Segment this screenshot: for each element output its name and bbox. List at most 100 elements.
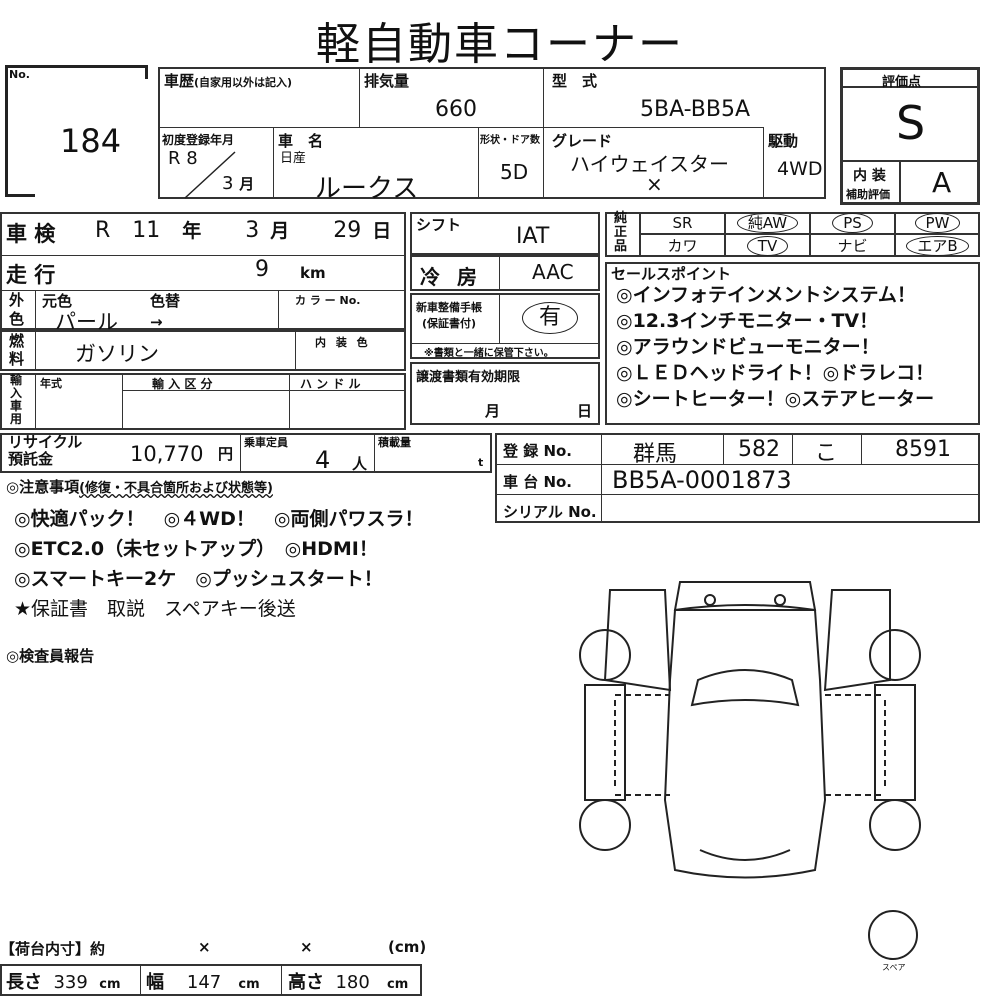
inspection-label: 車 検 [6, 222, 56, 246]
genuine-item-circled: 純AW [736, 213, 799, 233]
drive-value: 4WD [777, 158, 823, 180]
manual-note: ※書類と一緒に保管下さい。 [424, 348, 554, 359]
genuine-item-text: ナビ [837, 237, 868, 255]
recycle-unit: 円 [218, 445, 234, 463]
import-year-label: 年式 [40, 377, 62, 390]
spare-label: スペア [882, 963, 906, 972]
model-value: 5BA-BB5A [640, 97, 751, 122]
serial-label: シリアル No. [503, 503, 597, 521]
shift-label: シフト [416, 216, 462, 234]
history-label: 車歴(自家用以外は記入) [164, 72, 293, 90]
cargo-x2: × [300, 938, 313, 956]
import-label: 輸入車用 [10, 373, 23, 426]
sales-label: セールスポイント [611, 265, 732, 283]
exterior-label: 外色 [9, 291, 25, 328]
genuine-item: カワ [640, 234, 725, 257]
genuine-grid: SR 純AW PS PW カワ TV ナビ エアB [640, 212, 980, 257]
car-name-value: ルークス [315, 174, 419, 204]
cargo-length: 長さ 339 cm [6, 972, 121, 993]
sales-point: ◎インフォテインメントシステム！ [616, 284, 916, 306]
fuel-label: 燃料 [9, 332, 25, 368]
genuine-item-circled: PW [914, 213, 961, 233]
inspector-label: ◎検査員報告 [6, 647, 95, 665]
mileage-value: 9 [255, 257, 269, 282]
interior-score-label: 内 装 [853, 168, 886, 184]
genuine-item-circled: TV [746, 235, 789, 256]
sales-point: ◎シートヒーター！◎ステアヒーター [616, 388, 935, 410]
cargo-width: 幅 147 cm [146, 972, 260, 993]
mileage-label: 走 行 [6, 263, 56, 287]
interior-score-sub: 補助評価 [846, 188, 890, 201]
capacity-label: 乗車定員 [244, 436, 288, 449]
sales-point: ◎アラウンドビューモニター！ [616, 336, 880, 358]
car-name-label: 車 名 [278, 132, 324, 150]
color-change-label: 色替 [150, 292, 181, 310]
interior-color-label: 内 装 色 [315, 336, 368, 349]
chassis-value: BB5A-0001873 [612, 466, 792, 494]
transfer-day: 日 [577, 402, 593, 420]
reg-kana: こ [815, 441, 838, 466]
genuine-item: ナビ [810, 234, 895, 257]
genuine-item-text: SR [672, 214, 693, 232]
model-label: 型 式 [552, 72, 598, 90]
score-value: S [896, 96, 926, 150]
capacity-unit: 人 [352, 455, 368, 473]
cargo-height: 高さ 180 cm [288, 972, 409, 993]
load-label: 積載量 [378, 436, 411, 449]
cargo-x1: × [198, 938, 211, 956]
orig-color-label: 元色 [42, 292, 73, 310]
genuine-item: PW [895, 212, 980, 234]
car-maker: 日産 [280, 151, 307, 166]
handle-label: ハ ン ド ル [300, 377, 361, 391]
genuine-item: TV [725, 234, 810, 257]
lot-number: 184 [60, 122, 122, 160]
note-line: ◎快適パック！ ◎４WD！ ◎両側パワスラ！ [14, 508, 424, 530]
reg-number: 8591 [895, 437, 951, 462]
score-label: 評価点 [882, 75, 922, 90]
import-class-label: 輸 入 区 分 [152, 377, 213, 391]
transfer-label: 譲渡書類有効期限 [416, 370, 521, 385]
fuel-value: ガソリン [75, 342, 159, 366]
ac-label: 冷 房 [420, 265, 477, 289]
displacement-label: 排気量 [364, 72, 410, 90]
displacement-value: 660 [435, 97, 477, 122]
genuine-item: 純AW [725, 212, 810, 234]
ac-value: AAC [532, 260, 574, 284]
sales-point: ◎ＬＥＤヘッドライト！◎ドラレコ！ [616, 362, 935, 384]
manual-label: 新車整備手帳(保証書付) [416, 301, 482, 330]
first-reg-month: 3 月 [222, 173, 255, 194]
first-reg-year: R 8 [168, 148, 198, 169]
first-reg-label: 初度登録年月 [162, 133, 235, 147]
mileage-unit: km [300, 264, 326, 282]
genuine-label: 純正品 [614, 211, 628, 254]
recycle-label: リサイクル預託金 [8, 433, 83, 468]
notes-label: ◎注意事項(修復・不具合箇所および状態等) [6, 478, 273, 496]
body-value: 5D [500, 160, 529, 184]
cargo-unit: (cm) [388, 938, 427, 956]
registration-label: 登 録 No. [503, 442, 573, 460]
reg-class: 582 [738, 437, 780, 462]
interior-score-value: A [932, 166, 952, 199]
genuine-item: PS [810, 212, 895, 234]
lot-box [5, 65, 148, 197]
cargo-label: 【荷台内寸】約 [0, 940, 106, 958]
note-line: ★保証書 取説 スペアキー後送 [14, 598, 296, 620]
genuine-item-circled: エアB [906, 235, 969, 256]
sales-points: ◎インフォテインメントシステム！ ◎12.3インチモニター・TV！ ◎アラウンド… [616, 282, 934, 412]
car-diagram [579, 581, 921, 960]
recycle-value: 10,770 [130, 442, 204, 466]
lot-label: No. [9, 68, 30, 81]
capacity-value: 4 [315, 446, 331, 474]
genuine-item: エアB [895, 234, 980, 257]
transfer-month: 月 [485, 402, 501, 420]
note-line: ◎スマートキー2ケ ◎プッシュスタート！ [14, 568, 383, 590]
color-change-value: → [150, 313, 163, 331]
note-line: ◎ETC2.0（未セットアップ） ◎HDMI！ [14, 538, 378, 560]
load-unit: t [478, 456, 484, 469]
page-title: 軽自動車コーナー [316, 19, 684, 70]
reg-pref: 群馬 [633, 442, 678, 467]
manual-value: 有 [522, 302, 579, 334]
color-no-label: カ ラ ー No. [295, 294, 361, 307]
sales-point: ◎12.3インチモニター・TV！ [616, 310, 879, 332]
drive-label: 駆動 [768, 132, 799, 150]
